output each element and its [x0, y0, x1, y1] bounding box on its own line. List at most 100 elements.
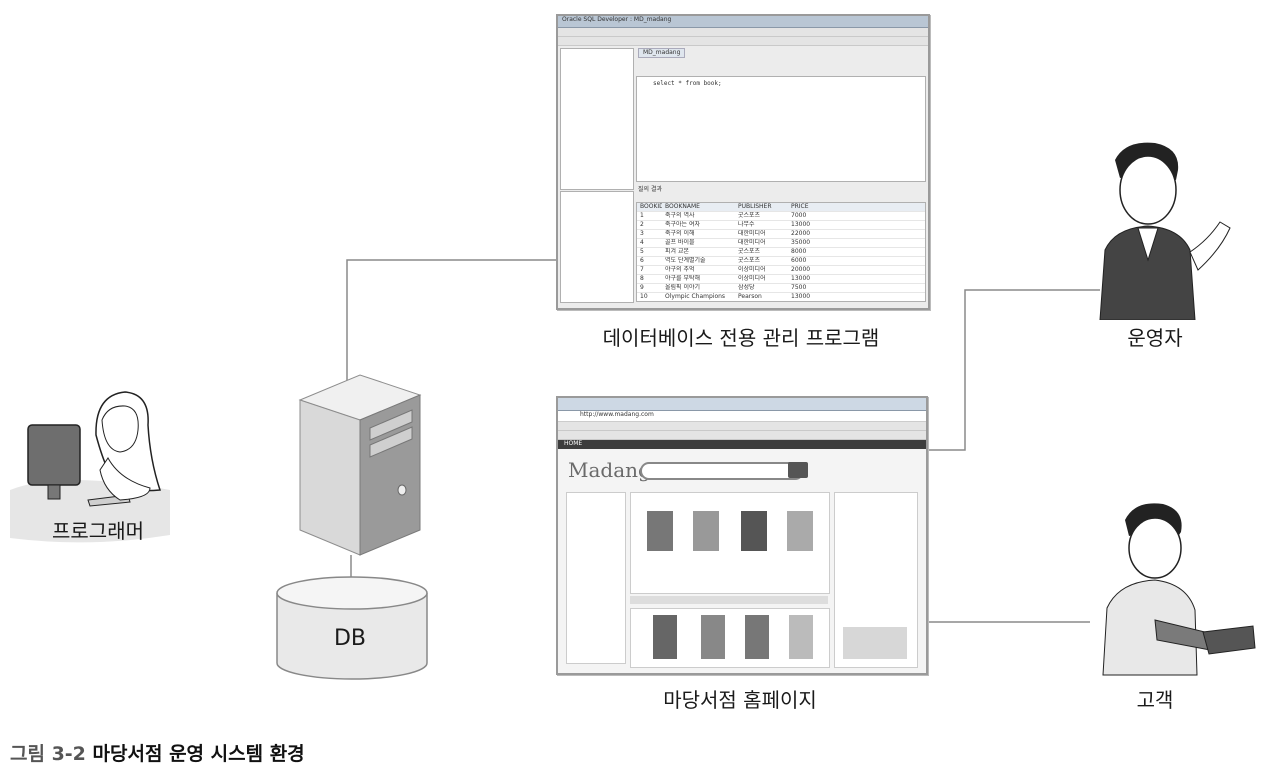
result-cell: 축구의 이해 — [665, 230, 695, 237]
figure-caption: 그림 3-2 마당서점 운영 시스템 환경 — [10, 739, 305, 766]
result-cell: 야구의 추억 — [665, 266, 695, 273]
book-cover-1[interactable] — [647, 511, 673, 551]
site-left-sidebar — [566, 492, 626, 664]
browser-favorites-bar[interactable] — [558, 431, 926, 440]
browser-window: http://www.madang.com HOME Madang — [556, 396, 928, 675]
result-cell: 굿스포츠 — [738, 248, 761, 255]
browser-address-bar[interactable]: http://www.madang.com — [558, 411, 926, 422]
result-cell: 6000 — [791, 257, 807, 264]
site-nav-home[interactable]: HOME — [564, 440, 583, 447]
result-cell: 굿스포츠 — [738, 257, 761, 264]
sql-developer-window: Oracle SQL Developer : MD_madang MD_mada… — [556, 14, 930, 310]
homepage-label: 마당서점 홈페이지 — [663, 688, 817, 712]
result-column-header[interactable]: BOOKNAME — [665, 203, 700, 210]
server-side — [299, 399, 361, 556]
result-cell: 나무수 — [738, 221, 755, 228]
result-cell: 10 — [640, 293, 648, 300]
reports-tree-panel[interactable] — [560, 191, 634, 303]
new-books-panel — [630, 608, 830, 668]
result-cell: 7000 — [791, 212, 807, 219]
site-search-input[interactable] — [640, 462, 804, 480]
sql-worksheet-tab[interactable]: MD_madang — [638, 48, 686, 58]
result-cell: 13000 — [791, 293, 811, 300]
result-cell: 축구아는 여자 — [665, 221, 701, 228]
right-sidebar-banner[interactable] — [843, 627, 907, 659]
result-cell: 이상미디어 — [738, 275, 766, 282]
operator-vest — [1099, 225, 1196, 320]
site-notice-bar — [630, 596, 828, 604]
connector-server-admin — [346, 259, 556, 395]
result-cell: 이상미디어 — [738, 266, 766, 273]
site-search-button[interactable] — [788, 462, 808, 478]
result-cell: 삼성당 — [738, 284, 755, 291]
site-logo[interactable]: Madang — [568, 458, 651, 482]
server-drive-bay-1 — [369, 409, 413, 441]
admin-tool-label: 데이터베이스 전용 관리 프로그램 — [602, 326, 880, 350]
book-cover-4[interactable] — [787, 511, 813, 551]
server-icon — [298, 374, 422, 556]
book-cover-8[interactable] — [789, 615, 813, 659]
result-cell: 3 — [640, 230, 644, 237]
connections-tree-panel[interactable] — [560, 48, 634, 190]
book-cover-2[interactable] — [693, 511, 719, 551]
server-drive-bay-2 — [369, 426, 413, 458]
result-row: 1 축구의 역사 굿스포츠 7000 — [637, 212, 925, 221]
result-cell: 9 — [640, 284, 644, 291]
result-cell: 올림픽 이야기 — [665, 284, 701, 291]
customer-book-right — [1202, 625, 1256, 655]
monitor-icon — [27, 424, 81, 486]
book-cover-7[interactable] — [745, 615, 769, 659]
result-cell: 굿스포츠 — [738, 212, 761, 219]
result-cell: 1 — [640, 212, 644, 219]
sql-menubar[interactable] — [558, 28, 928, 37]
sql-toolbar[interactable] — [558, 37, 928, 46]
query-result-tab[interactable]: 질의 결과 — [638, 186, 662, 194]
query-result-tab-label: 질의 결과 — [638, 186, 662, 193]
db-label: DB — [333, 626, 367, 651]
result-cell: 대한미디어 — [738, 239, 766, 246]
db-cylinder-top — [276, 576, 428, 610]
result-column-header[interactable]: PUBLISHER — [738, 203, 772, 210]
programmer-illustration — [10, 391, 170, 543]
result-cell: 7 — [640, 266, 644, 273]
book-cover-3[interactable] — [741, 511, 767, 551]
db-cylinder-body — [276, 593, 428, 680]
operator-face — [1119, 155, 1177, 225]
person-face — [101, 405, 139, 453]
result-column-header[interactable]: BOOKID — [640, 203, 662, 210]
result-cell: 8 — [640, 275, 644, 282]
db-cylinder-icon — [276, 576, 428, 680]
book-cover-6[interactable] — [701, 615, 725, 659]
sql-query-text: select * from book; — [653, 80, 722, 87]
sql-window-titlebar: Oracle SQL Developer : MD_madang — [558, 16, 928, 28]
result-cell: 6 — [640, 257, 644, 264]
monitor-stand — [47, 484, 61, 500]
customer-face — [1128, 517, 1182, 579]
result-cell: 5 — [640, 248, 644, 255]
result-cell: 13000 — [791, 275, 811, 282]
server-power-button — [397, 484, 407, 496]
book-cover-5[interactable] — [653, 615, 677, 659]
site-nav-bar[interactable]: HOME — [558, 440, 926, 449]
sql-window-title: Oracle SQL Developer : MD_madang — [562, 16, 672, 23]
customer-striped-shirt — [1102, 579, 1198, 676]
browser-menubar[interactable] — [558, 422, 926, 431]
sql-editor[interactable]: select * from book; — [636, 76, 926, 182]
result-cell: 축구의 역사 — [665, 212, 695, 219]
customer-label: 고객 — [1136, 688, 1174, 712]
result-cell: 20000 — [791, 266, 811, 273]
result-cell: 골프 바이블 — [665, 239, 695, 246]
result-cell: 7500 — [791, 284, 807, 291]
result-cell: Pearson — [738, 293, 762, 300]
site-right-sidebar — [834, 492, 918, 668]
figure-number: 그림 3-2 — [10, 743, 86, 765]
result-column-header[interactable]: PRICE — [791, 203, 809, 210]
